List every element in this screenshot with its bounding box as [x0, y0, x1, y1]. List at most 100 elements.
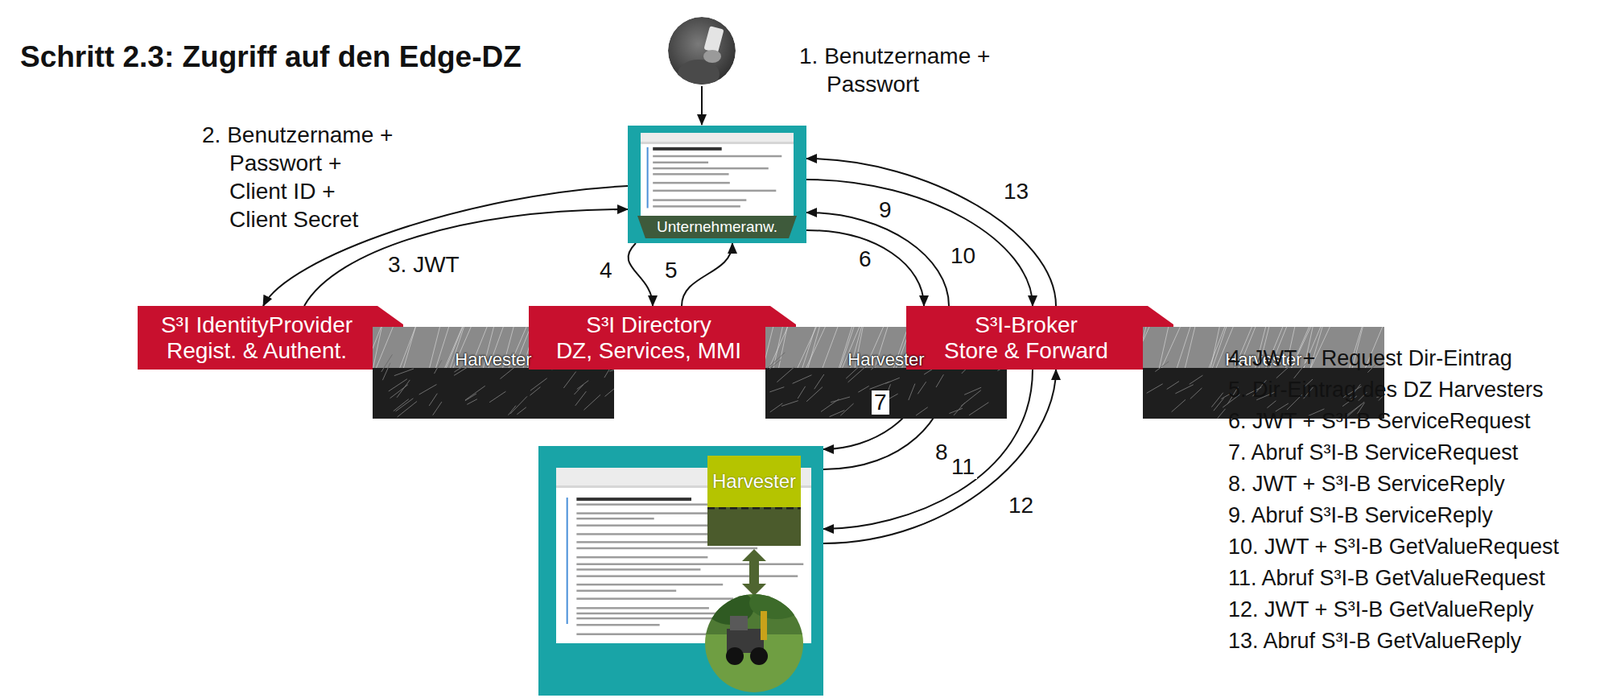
screen-text-line	[576, 612, 736, 615]
thumbnail-hatch	[1142, 326, 1147, 368]
step-list-item: 13. Abruf S³I-B GetValueReply	[1228, 626, 1522, 655]
thumbnail-scribble	[465, 393, 477, 401]
thumbnail-scribble	[814, 374, 825, 389]
step-number: 4	[597, 258, 615, 283]
screen-text-line	[576, 597, 734, 600]
thumbnail-hatch	[436, 326, 450, 368]
thumbnail-scribble	[573, 384, 583, 395]
photo-hands	[677, 59, 720, 89]
step-list-item: 12. JWT + S³I-B GetValueReply	[1228, 595, 1534, 623]
flow-arrow	[806, 230, 924, 306]
photo-machine-arm	[760, 610, 768, 640]
thumbnail-hatch	[403, 326, 416, 368]
service-box-fill	[906, 305, 1174, 370]
photo-tree	[749, 586, 805, 619]
thumbnail-hatch	[429, 326, 441, 368]
thumbnail-scribble	[583, 394, 601, 410]
thumbnail-scribble	[770, 403, 784, 413]
screen-toolbar	[640, 141, 794, 145]
thumbnail-scribble	[885, 377, 900, 384]
thumbnail-scribble	[382, 362, 391, 381]
step-list-item: 11. Abruf S³I-B GetValueRequest	[1228, 564, 1546, 592]
step-number: 6	[856, 247, 875, 272]
thumbnail-scribble	[1266, 400, 1276, 409]
thumbnail-scribble	[1175, 384, 1193, 394]
screen-text-line	[576, 574, 798, 578]
thumbnail-scribble	[605, 387, 615, 396]
service-name: S³I IdentityProvider	[160, 312, 353, 339]
screen-text-line	[576, 606, 710, 610]
step-number: 7	[871, 390, 890, 415]
screen-text-line	[576, 583, 723, 586]
step-number: 3. JWT	[385, 252, 462, 277]
service-name: S³I Directory	[585, 312, 712, 339]
photo-phone	[703, 25, 724, 54]
thumbnail-scribble	[575, 391, 587, 406]
screen-text-line	[652, 161, 709, 165]
screen-text-line	[576, 563, 804, 566]
thumbnail-scribble	[1146, 383, 1163, 393]
machine-photo	[705, 586, 805, 693]
thumbnail-hatch	[1210, 326, 1220, 368]
thumbnail-scribble	[840, 403, 854, 416]
thumbnail-hatch	[1184, 326, 1195, 368]
thumbnail-scribble	[465, 385, 486, 400]
flow-arrow	[263, 185, 628, 306]
step-description: 1. Benutzername + Passwort	[799, 41, 994, 99]
thumbnail-scribble	[830, 396, 850, 403]
screen-text-line	[652, 198, 747, 202]
screen-menubar	[640, 132, 794, 142]
harvester-window: Harvester	[538, 445, 824, 696]
bidirectional-arrow	[742, 548, 767, 596]
thumbnail-scribble	[390, 384, 409, 399]
screen-text-line	[652, 147, 722, 151]
screen-text-line	[576, 547, 758, 550]
thumbnail-scribble	[767, 352, 785, 369]
screen-margin	[647, 147, 649, 209]
thumbnail-hatch	[400, 326, 417, 368]
screen-text-line	[652, 181, 730, 185]
step-list-item: 4. JWT + Request Dir-Eintrag	[1228, 344, 1513, 372]
step-number: 10	[948, 243, 978, 269]
step-list-item: 10. JWT + S³I-B GetValueRequest	[1228, 532, 1559, 561]
step-description: 2. Benutzername + Passwort + Client ID +…	[202, 120, 396, 234]
thumbnail-scribble	[1189, 375, 1204, 384]
step-list-item: 9. Abruf S³I-B ServiceReply	[1228, 501, 1493, 529]
screen-text-line	[652, 205, 741, 208]
thumbnail-scribble	[563, 371, 576, 388]
thumbnail-scribble	[1211, 392, 1223, 408]
thumbnail-scribble	[1171, 399, 1186, 412]
harvester-thumbnail-image	[1142, 326, 1385, 419]
thumbnail-hatch	[1158, 326, 1168, 368]
step-list-item: 6. JWT + S³I-B ServiceRequest	[1228, 407, 1530, 435]
person-photo	[668, 16, 736, 89]
screen-text-line	[576, 617, 718, 620]
thumbnail-hatch	[1208, 326, 1225, 368]
thumbnail-scribble	[489, 391, 506, 403]
thumbnail-scribble	[948, 408, 962, 413]
thumbnail-scribble	[397, 400, 417, 417]
service-box: S³I DirectoryDZ, Services, MMI	[528, 305, 796, 370]
service-box: S³I IdentityProviderRegist. & Authent.	[137, 305, 404, 370]
thumbnail-scribble	[466, 399, 478, 405]
thumbnail-hatch	[822, 326, 838, 368]
thumbnail-hatch	[372, 326, 381, 368]
service-subtitle: Regist. & Authent.	[166, 338, 347, 364]
harvester-thumbnail: Harvester	[1142, 326, 1385, 419]
thumbnail-scribble	[960, 390, 982, 407]
window-label: Unternehmeranw.	[656, 218, 778, 236]
thumbnail-hatch	[779, 326, 788, 368]
screen-text-line	[652, 173, 729, 176]
screen-margin	[566, 497, 569, 624]
label-tab-fill	[637, 215, 797, 239]
thumbnail-scribble	[908, 383, 916, 400]
thumbnail-scribble	[915, 407, 928, 416]
step-number: 5	[662, 258, 681, 283]
thumbnail-scribble	[381, 354, 393, 372]
label-tab: Unternehmeranw.	[637, 215, 797, 239]
application-window: Unternehmeranw.	[627, 125, 807, 244]
screen-text-line	[576, 517, 654, 520]
thumbnail-lower	[372, 367, 615, 419]
thumbnail-scribble	[395, 398, 414, 412]
screen-text-line	[576, 623, 660, 627]
